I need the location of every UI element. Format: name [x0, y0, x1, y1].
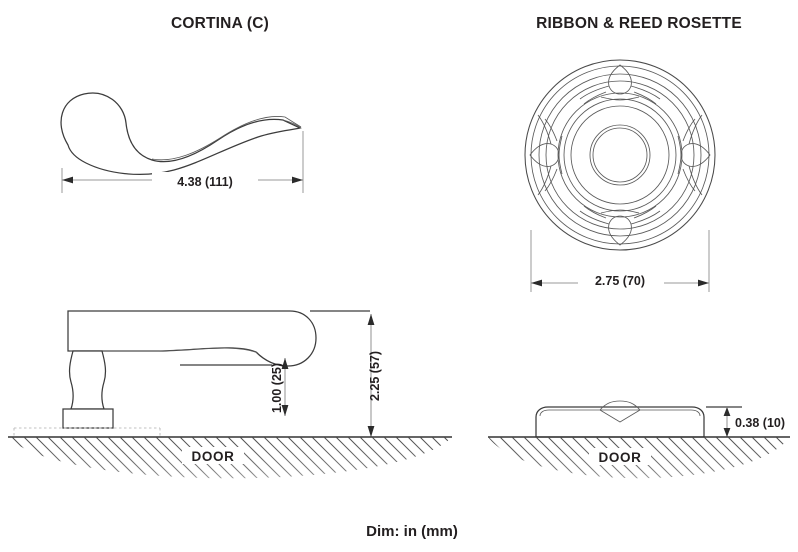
units-caption: Dim: in (mm) — [366, 523, 458, 540]
dimension-rosette-thickness: 0.38 (10) — [706, 406, 785, 437]
rosette-plan-view — [524, 59, 716, 251]
lever-side-view — [13, 310, 317, 438]
rosette-motif-north — [579, 64, 661, 105]
door-substrate-right: DOOR — [488, 436, 790, 479]
dimension-label-lever-projection: 1.00 (25) — [270, 363, 284, 413]
lever-plan-view — [60, 92, 302, 175]
dimension-rosette-diameter: 2.75 (70) — [530, 230, 710, 292]
dimension-label-rosette-thickness: 0.38 (10) — [735, 416, 785, 430]
dimension-label-rosette-diameter: 2.75 (70) — [595, 274, 645, 288]
panel-title-right: RIBBON & REED ROSETTE — [536, 15, 742, 32]
dimension-lever-projection: 1.00 (25) — [180, 358, 289, 416]
rosette-motif-west — [529, 114, 563, 196]
rosette-motif-south — [579, 205, 661, 246]
rosette-motif-east — [677, 114, 711, 196]
door-label-left: DOOR — [192, 449, 235, 464]
dimension-label-lever-length: 4.38 (111) — [177, 175, 233, 189]
dimension-label-lever-height: 2.25 (57) — [368, 351, 382, 401]
door-substrate-left: DOOR — [8, 436, 452, 479]
dimension-lever-length: 4.38 (111) — [61, 131, 304, 193]
door-label-right: DOOR — [599, 450, 642, 465]
panel-title-left: CORTINA (C) — [171, 15, 269, 32]
dimension-lever-height: 2.25 (57) — [310, 310, 382, 437]
rosette-side-view — [535, 400, 705, 438]
